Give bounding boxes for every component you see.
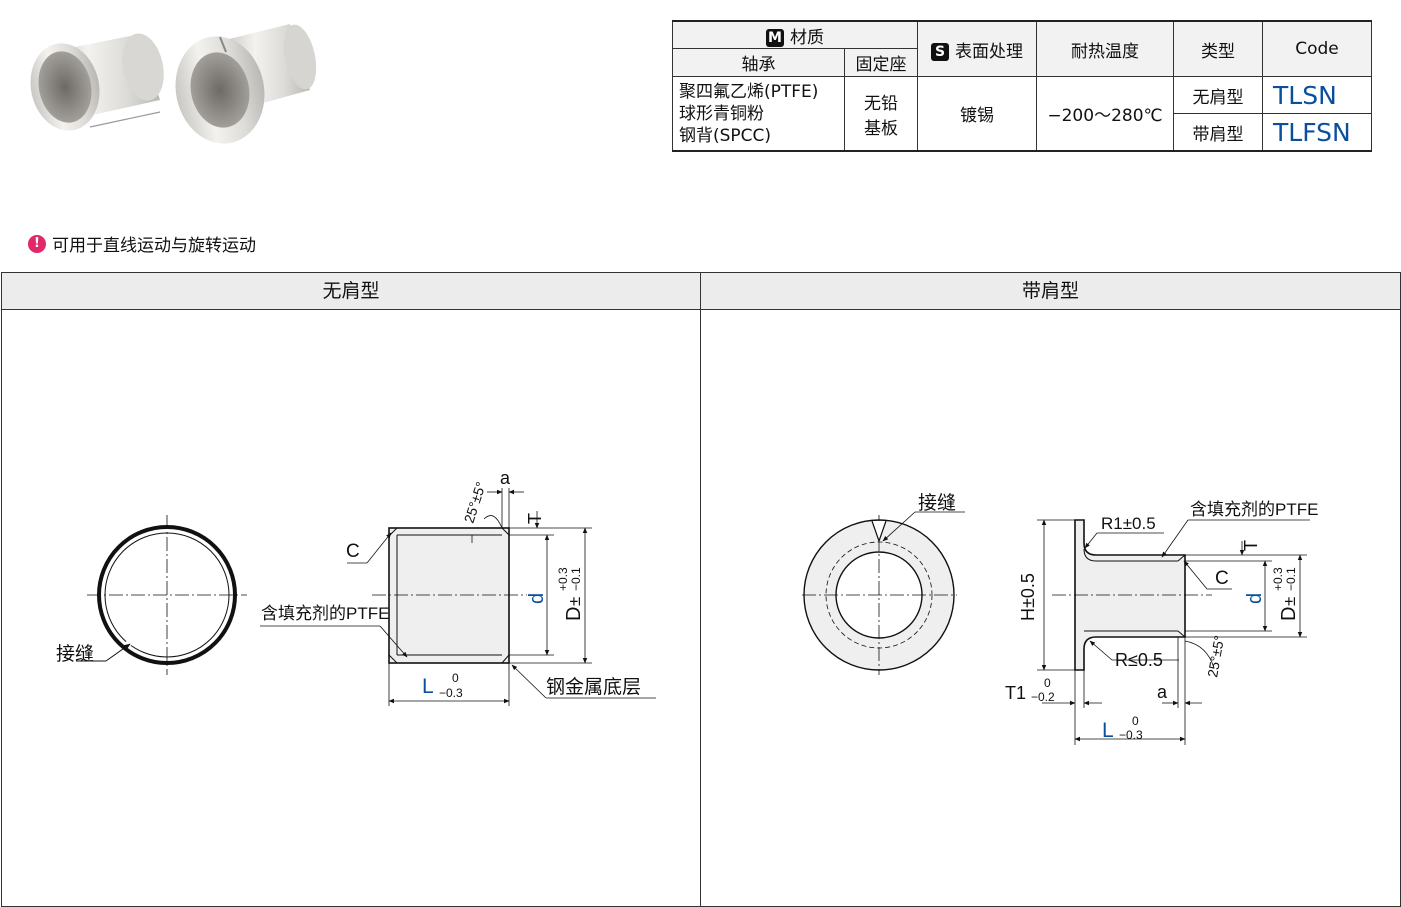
seam-label: 接缝 bbox=[918, 492, 956, 514]
code-header: Code bbox=[1262, 20, 1372, 77]
plain-bushing-photo bbox=[30, 33, 164, 131]
D-dimension-label: D bbox=[563, 607, 585, 621]
steel-backing-label: 钢金属底层 bbox=[546, 676, 641, 698]
t-dimension-label: T bbox=[1241, 540, 1261, 551]
surface-badge: S bbox=[931, 42, 949, 61]
D-tolerance-upper: +0.3 bbox=[556, 567, 570, 591]
bearing-material-line: 球形青铜粉 bbox=[679, 103, 764, 124]
ptfe-label: 含填充剂的PTFE bbox=[1190, 500, 1318, 519]
chamfer-label: C bbox=[346, 541, 360, 562]
temp-value: −200～280℃ bbox=[1036, 76, 1174, 152]
a-dimension-label: a bbox=[1157, 682, 1168, 702]
r1-label: R1±0.5 bbox=[1101, 514, 1156, 533]
D-dimension-label: D bbox=[1278, 607, 1300, 621]
type-cell: 无肩型 bbox=[1173, 76, 1263, 114]
seam-label: 接缝 bbox=[56, 643, 94, 665]
usage-note-text: 可用于直线运动与旋转运动 bbox=[52, 236, 256, 256]
usage-note: ! 可用于直线运动与旋转运动 bbox=[28, 231, 256, 256]
ptfe-label: 含填充剂的PTFE bbox=[261, 604, 389, 623]
material-header-cell: M 材质 bbox=[672, 20, 918, 49]
info-icon: ! bbox=[28, 234, 46, 253]
type-cell: 带肩型 bbox=[1173, 113, 1263, 152]
t-dimension-label: T bbox=[525, 513, 545, 524]
a-dimension-label: a bbox=[500, 468, 511, 488]
L-dimension-label: L bbox=[422, 675, 434, 698]
temp-header: 耐热温度 bbox=[1036, 20, 1174, 77]
angle-label: 25°±5° bbox=[1204, 634, 1227, 678]
surface-header: 表面处理 bbox=[955, 41, 1023, 62]
D-tolerance-lower: −0.1 bbox=[569, 567, 583, 591]
panel-divider bbox=[700, 273, 701, 906]
r-label: R≤0.5 bbox=[1115, 650, 1163, 670]
diagram-frame: 无肩型 带肩型 接缝 bbox=[1, 272, 1401, 907]
material-badge: M bbox=[766, 28, 784, 47]
code-link[interactable]: TLFSN bbox=[1262, 113, 1372, 152]
bearing-material-line: 钢背(SPCC) bbox=[679, 125, 772, 146]
t1-dimension-label: T1 bbox=[1005, 683, 1026, 703]
t1-tolerance-lower: −0.2 bbox=[1031, 690, 1055, 704]
d-dimension-label: d bbox=[526, 593, 548, 604]
flanged-bushing-section-view bbox=[1037, 519, 1310, 745]
mount-material-cell: 无铅 基板 bbox=[844, 76, 918, 152]
H-dimension-label: H±0.5 bbox=[1018, 573, 1038, 621]
t1-tolerance-upper: 0 bbox=[1044, 676, 1051, 690]
code-link[interactable]: TLSN bbox=[1262, 76, 1372, 114]
bearing-header: 轴承 bbox=[672, 48, 845, 77]
flanged-bushing-end-view bbox=[802, 511, 965, 675]
type-header: 类型 bbox=[1173, 20, 1263, 77]
L-tolerance-upper: 0 bbox=[452, 671, 459, 685]
D-tolerance-sign: ± bbox=[565, 597, 584, 606]
L-dimension-label: L bbox=[1102, 719, 1114, 742]
surface-value: 镀锡 bbox=[917, 76, 1037, 152]
D-tolerance-sign: ± bbox=[1280, 597, 1299, 606]
plain-bushing-section-view bbox=[260, 488, 656, 706]
plain-bushing-end-view bbox=[76, 515, 247, 675]
mount-material-line: 无铅 bbox=[864, 93, 898, 114]
material-header: 材质 bbox=[790, 27, 824, 48]
L-tolerance-upper: 0 bbox=[1132, 714, 1139, 728]
d-dimension-label: d bbox=[1244, 593, 1266, 604]
mount-header: 固定座 bbox=[844, 48, 918, 77]
bearing-material-cell: 聚四氟乙烯(PTFE) 球形青铜粉 钢背(SPCC) bbox=[672, 76, 845, 152]
surface-header-cell: S 表面处理 bbox=[917, 20, 1037, 77]
technical-drawing: 接缝 bbox=[56, 468, 1318, 745]
product-photo bbox=[30, 24, 317, 144]
mount-material-line: 基板 bbox=[864, 118, 898, 139]
L-tolerance-lower: −0.3 bbox=[439, 686, 463, 700]
chamfer-label: C bbox=[1215, 568, 1229, 589]
flanged-bushing-photo bbox=[175, 24, 317, 144]
bearing-material-line: 聚四氟乙烯(PTFE) bbox=[679, 81, 819, 102]
spec-table: M 材质 S 表面处理 耐热温度 类型 Code 轴承 固定座 聚四氟乙烯(PTFE… bbox=[672, 20, 1372, 152]
D-tolerance-lower: −0.1 bbox=[1284, 567, 1298, 591]
panel-title-plain: 无肩型 bbox=[2, 273, 701, 310]
panel-title-flanged: 带肩型 bbox=[701, 273, 1400, 310]
D-tolerance-upper: +0.3 bbox=[1271, 567, 1285, 591]
L-tolerance-lower: −0.3 bbox=[1119, 728, 1143, 742]
